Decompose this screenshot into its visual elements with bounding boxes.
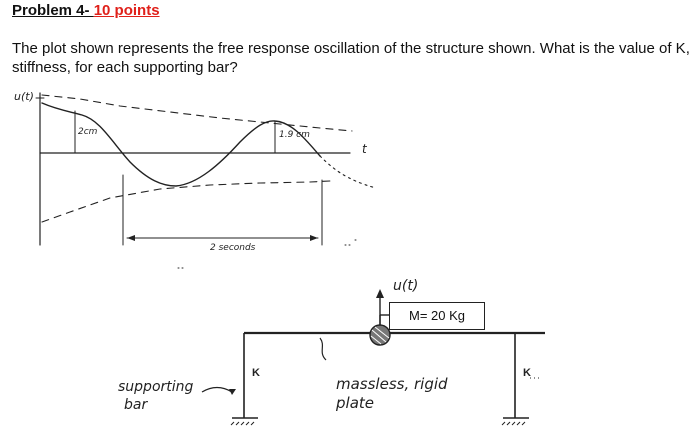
structure-disp-label: u(t): [393, 278, 418, 294]
k-right-label: K: [523, 367, 531, 379]
plate-label-line2: plate: [335, 394, 374, 412]
plate-pointer: [319, 337, 327, 361]
lower-envelope: [41, 180, 331, 223]
amplitude1-label: 2cm: [78, 127, 98, 137]
response-plot: [35, 92, 377, 269]
period-label: 2 seconds: [210, 243, 256, 253]
plate-label-line1: massless, rigid: [336, 375, 448, 393]
problem-title: Problem 4- 10 points: [12, 2, 160, 19]
amplitude2-label: 1.9 cm: [279, 130, 310, 140]
plot-y-label: u(t): [14, 90, 34, 103]
bar-label-line2: bar: [124, 397, 148, 413]
upper-envelope: [41, 94, 353, 132]
bar-pointer: [201, 386, 233, 393]
problem-number: Problem 4-: [12, 2, 94, 19]
structure-diagram: [201, 289, 545, 426]
k-left-label: K: [252, 367, 260, 379]
bar-label-line1: supporting: [118, 379, 194, 395]
plot-t-label: t: [362, 142, 368, 156]
points-label: 10 points: [93, 2, 160, 19]
oscillation-tail: [319, 155, 377, 189]
mass-box: M= 20 Kg: [389, 302, 485, 330]
question-text: The plot shown represents the free respo…: [12, 40, 690, 76]
mass-point: [369, 324, 391, 346]
oscillation-curve: [41, 102, 321, 187]
